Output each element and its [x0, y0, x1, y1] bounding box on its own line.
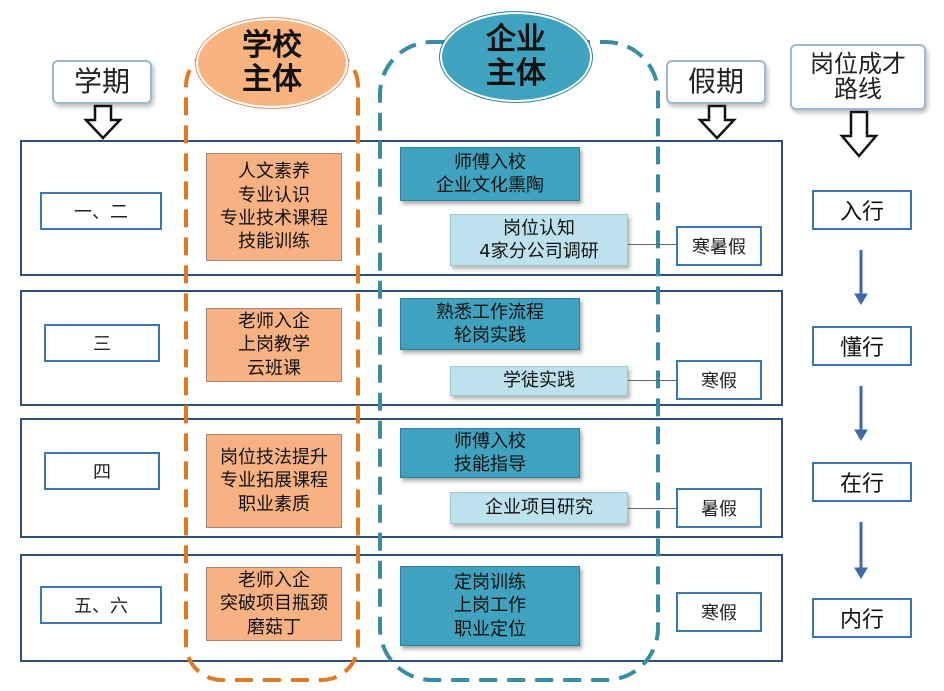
career-step-1: 入行 — [812, 190, 912, 230]
career-down-arrow-icon — [839, 110, 879, 158]
vacation-header: 假期 — [666, 60, 766, 104]
vacation-box-4: 寒假 — [676, 592, 762, 632]
enterprise-sub-box-1: 岗位认知 4家分公司调研 — [450, 214, 628, 266]
enterprise-sub-box-2: 学徒实践 — [450, 366, 628, 396]
connector-line-1 — [628, 244, 676, 245]
semester-label-2: 三 — [44, 324, 160, 362]
vacation-box-3: 暑假 — [676, 488, 762, 528]
career-step-2: 懂行 — [812, 326, 912, 366]
school-box-2: 老师入企 上岗教学 云班课 — [206, 308, 342, 382]
school-box-4: 老师入企 突破项目瓶颈 磨菇丁 — [206, 567, 342, 641]
career-arrow-1-down-icon — [854, 293, 868, 305]
career-arrow-2-down-icon — [854, 429, 868, 441]
enterprise-box-4: 定岗训练 上岗工作 职业定位 — [400, 566, 580, 646]
enterprise-box-2: 熟悉工作流程 轮岗实践 — [400, 298, 580, 350]
school-header-oval: 学校 主体 — [196, 18, 348, 108]
school-column-outline — [184, 48, 360, 682]
school-box-1: 人文素养 专业认识 专业技术课程 技能训练 — [206, 153, 342, 261]
connector-line-3 — [628, 508, 676, 509]
school-box-3: 岗位技法提升 专业拓展课程 职业素质 — [206, 434, 342, 528]
career-step-4: 内行 — [812, 598, 912, 638]
enterprise-box-3: 师傅入校 技能指导 — [400, 428, 580, 478]
vacation-down-arrow-icon — [697, 104, 737, 140]
vacation-box-1: 寒暑假 — [676, 226, 762, 266]
enterprise-header-oval: 企业 主体 — [440, 12, 592, 102]
connector-line-2 — [628, 380, 676, 381]
career-arrow-3-down-icon — [854, 567, 868, 579]
enterprise-sub-box-3: 企业项目研究 — [450, 492, 628, 524]
enterprise-box-1: 师傅入校 企业文化熏陶 — [400, 147, 580, 201]
semester-label-4: 五、六 — [40, 586, 162, 624]
career-header: 岗位成才 路线 — [790, 44, 926, 110]
semester-label-3: 四 — [44, 452, 160, 490]
career-step-3: 在行 — [812, 462, 912, 502]
semester-header: 学期 — [52, 60, 152, 104]
semester-label-1: 一、二 — [40, 192, 162, 230]
semester-down-arrow-icon — [83, 104, 123, 140]
vacation-box-2: 寒假 — [676, 360, 762, 400]
